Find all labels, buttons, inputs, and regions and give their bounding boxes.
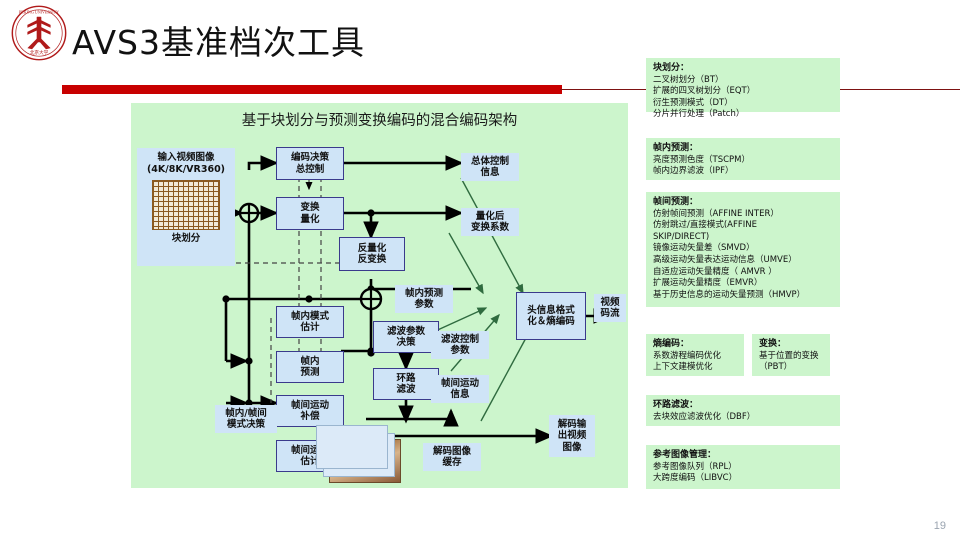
label-decoded-picture-buffer: 解码图像 缓存 bbox=[423, 443, 481, 471]
panel-item: 去块效应滤波优化（DBF） bbox=[653, 411, 756, 422]
box-intra-mode-estimation[interactable]: 帧内模式 估计 bbox=[276, 306, 344, 338]
panel-item: 系数游程编码优化 bbox=[653, 350, 722, 361]
panel-item: 自适应运动矢量精度（ AMVR ） bbox=[653, 266, 777, 277]
panel-item: 二叉树划分（BT） bbox=[653, 74, 724, 85]
panel-item: 仿射跳过/直接模式(AFFINE bbox=[653, 220, 758, 231]
panel-loop-filter-heading: 环路滤波： bbox=[653, 400, 699, 410]
architecture-diagram: 基于块划分与预测变换编码的混合编码架构 bbox=[131, 103, 628, 488]
peking-university-logo: PEKING UNIVERSITY 北京大学 bbox=[11, 5, 67, 61]
block-partition-thumbnail bbox=[152, 180, 220, 230]
label-video-bitstream: 视频 码流 bbox=[594, 294, 626, 322]
panel-item: 扩展的四叉树划分（EQT） bbox=[653, 86, 756, 97]
panel-reference-picture-management-heading: 参考图像管理： bbox=[653, 450, 717, 460]
box-loop-filter[interactable]: 环路 滤波 bbox=[373, 368, 439, 400]
label-overall-control-info: 总体控制 信息 bbox=[461, 153, 519, 181]
panel-item: 仿射帧间预测（AFFINE INTER） bbox=[653, 208, 779, 219]
box-inter-motion-compensation[interactable]: 帧间运动 补偿 bbox=[276, 395, 344, 427]
label-intra-prediction-params: 帧内预测 参数 bbox=[395, 285, 453, 313]
input-video-block: 输入视频图像 (4K/8K/VR360) 块划分 bbox=[137, 148, 235, 266]
box-inverse-quant-transform[interactable]: 反量化 反变换 bbox=[339, 237, 405, 271]
label-filter-control-params: 滤波控制 参数 bbox=[431, 331, 489, 359]
panel-entropy-coding-heading: 熵编码： bbox=[653, 339, 690, 349]
panel-item: 高级运动矢量表达运动信息（UMVE） bbox=[653, 254, 797, 265]
box-header-entropy-coding[interactable]: 头信息格式 化＆熵编码 bbox=[516, 292, 586, 340]
panel-item: 基于历史信息的运动矢量预测（HMVP） bbox=[653, 289, 806, 300]
svg-text:北京大学: 北京大学 bbox=[30, 49, 49, 56]
input-video-caption: 块划分 bbox=[171, 233, 201, 244]
input-video-label: 输入视频图像 bbox=[157, 152, 215, 163]
panel-item: 亮度预测色度（TSCPM） bbox=[653, 154, 750, 165]
panel-inter-prediction: 帧间预测： 仿射帧间预测（AFFINE INTER） 仿射跳过/直接模式(AFF… bbox=[646, 192, 840, 307]
panel-block-partition-heading: 块划分： bbox=[653, 63, 690, 73]
panel-item: SKIP/DIRECT) bbox=[653, 231, 710, 242]
panel-intra-prediction: 帧内预测： 亮度预测色度（TSCPM） 帧内边界滤波（IPF） bbox=[646, 138, 840, 180]
panel-entropy-coding: 熵编码： 系数游程编码优化 上下文建模优化 bbox=[646, 334, 744, 376]
svg-text:PEKING UNIVERSITY: PEKING UNIVERSITY bbox=[19, 9, 59, 14]
box-coding-decision[interactable]: 编码决策 总控制 bbox=[276, 147, 344, 180]
diagram-title: 基于块划分与预测变换编码的混合编码架构 bbox=[241, 113, 518, 129]
panel-reference-picture-management: 参考图像管理： 参考图像队列（RPL） 大跨度编码（LIBVC） bbox=[646, 445, 840, 489]
box-intra-prediction[interactable]: 帧内 预测 bbox=[276, 351, 344, 383]
decoded-picture-stack-front bbox=[316, 425, 388, 469]
box-transform-quant[interactable]: 变换 量化 bbox=[276, 197, 344, 230]
panel-transform: 变换： 基于位置的变换 （PBT） bbox=[752, 334, 830, 376]
label-intra-inter-mode-decision: 帧内/帧间 模式决策 bbox=[215, 405, 277, 433]
panel-item: 参考图像队列（RPL） bbox=[653, 461, 737, 472]
panel-item: 帧内边界滤波（IPF） bbox=[653, 166, 734, 177]
panel-loop-filter: 环路滤波： 去块效应滤波优化（DBF） bbox=[646, 395, 840, 426]
label-inter-motion-info: 帧间运动 信息 bbox=[431, 375, 489, 403]
panel-intra-prediction-heading: 帧内预测： bbox=[653, 143, 699, 153]
page-number: 19 bbox=[933, 520, 946, 532]
box-filter-parameter-decision[interactable]: 滤波参数 决策 bbox=[373, 321, 439, 353]
panel-inter-prediction-heading: 帧间预测： bbox=[653, 197, 699, 207]
panel-item: 分片并行处理（Patch） bbox=[653, 109, 745, 120]
panel-item: 镜像运动矢量差（SMVD） bbox=[653, 243, 755, 254]
panel-item: （PBT） bbox=[759, 362, 793, 373]
label-decoded-output-video: 解码输 出视频 图像 bbox=[549, 415, 595, 457]
panel-item: 衍生预测模式（DT） bbox=[653, 97, 733, 108]
label-quantized-coefficients: 量化后 变换系数 bbox=[461, 208, 519, 236]
page-title: AVS3基准档次工具 bbox=[72, 23, 365, 62]
title-accent-bar bbox=[62, 85, 562, 94]
panel-block-partition: 块划分： 二叉树划分（BT） 扩展的四叉树划分（EQT） 衍生预测模式（DT） … bbox=[646, 58, 840, 119]
panel-item: 上下文建模优化 bbox=[653, 362, 713, 373]
input-video-sublabel: (4K/8K/VR360) bbox=[146, 164, 226, 175]
panel-transform-heading: 变换： bbox=[759, 339, 787, 349]
panel-item: 扩展运动矢量精度（EMVR） bbox=[653, 278, 763, 289]
panel-item: 基于位置的变换 bbox=[759, 350, 819, 361]
panel-item: 大跨度编码（LIBVC） bbox=[653, 473, 738, 484]
